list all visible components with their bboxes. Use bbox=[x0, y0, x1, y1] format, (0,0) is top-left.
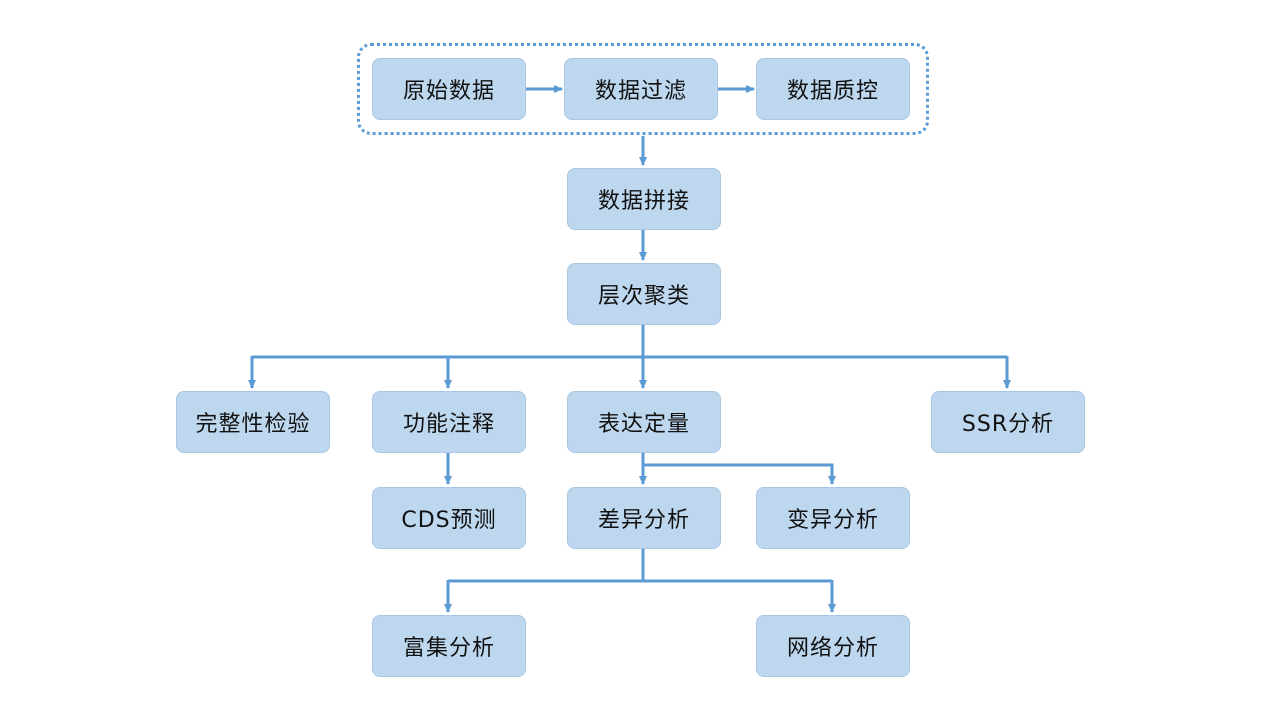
node-enrichment-analysis[interactable]: 富集分析 bbox=[372, 615, 526, 677]
node-data-assembly[interactable]: 数据拼接 bbox=[567, 168, 721, 230]
node-ssr-analysis[interactable]: SSR分析 bbox=[931, 391, 1085, 453]
preprocessing-group-box bbox=[357, 43, 929, 135]
node-raw-data[interactable]: 原始数据 bbox=[372, 58, 526, 120]
node-network-analysis[interactable]: 网络分析 bbox=[756, 615, 910, 677]
node-completeness-check[interactable]: 完整性检验 bbox=[176, 391, 330, 453]
node-data-qc[interactable]: 数据质控 bbox=[756, 58, 910, 120]
node-differential-analysis[interactable]: 差异分析 bbox=[567, 487, 721, 549]
edge-quant-to-snp bbox=[643, 463, 836, 485]
node-hierarchical-clustering[interactable]: 层次聚类 bbox=[567, 263, 721, 325]
node-variant-analysis[interactable]: 变异分析 bbox=[756, 487, 910, 549]
node-data-filter[interactable]: 数据过滤 bbox=[564, 58, 718, 120]
node-cds-prediction[interactable]: CDS预测 bbox=[372, 487, 526, 549]
node-expression-quantification[interactable]: 表达定量 bbox=[567, 391, 721, 453]
node-functional-annotation[interactable]: 功能注释 bbox=[372, 391, 526, 453]
